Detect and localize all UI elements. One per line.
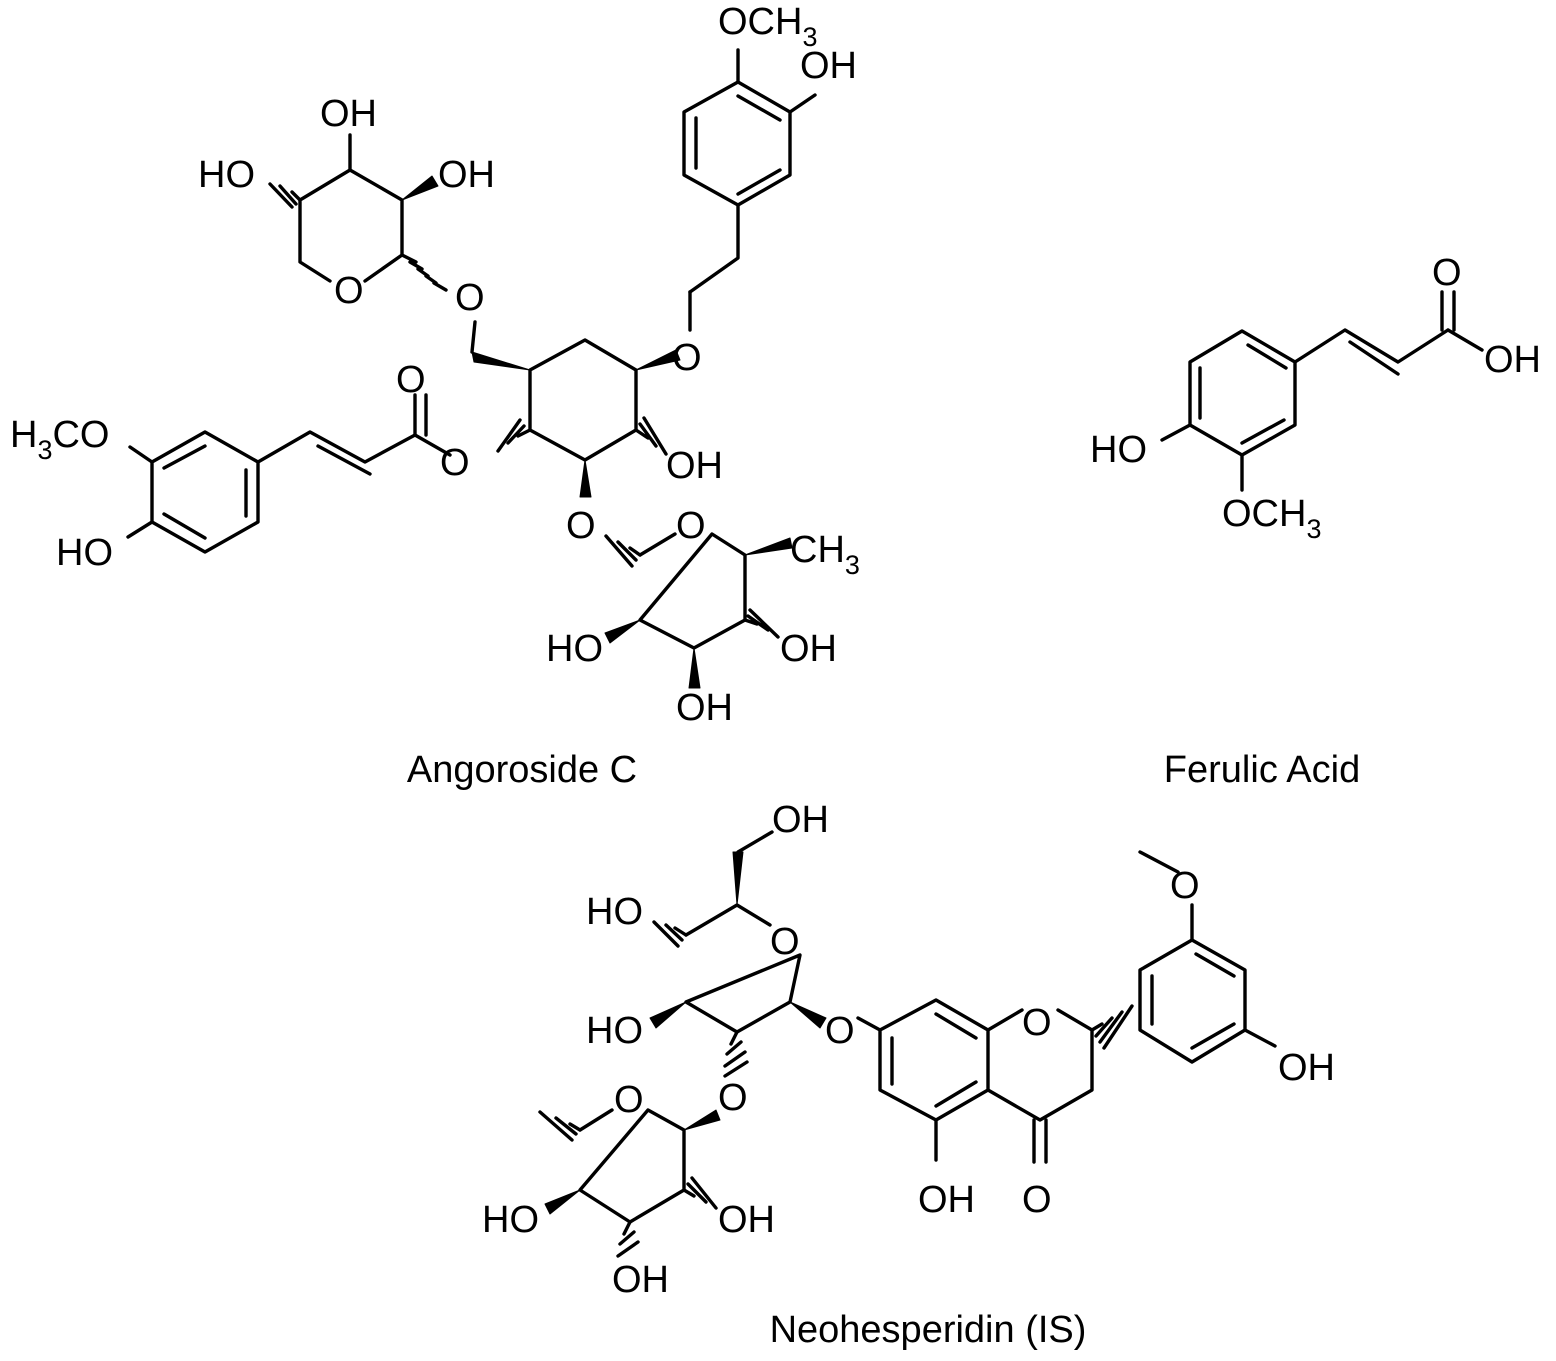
rhamnose-wedge-ch3	[744, 537, 793, 556]
rhamnose-ho: HO	[546, 628, 603, 670]
xylose-ring	[268, 133, 448, 292]
feruloyl-methoxy-sub: 3	[37, 435, 52, 465]
xylose-glycosidic-o: O	[455, 277, 485, 319]
angoroside-c-structure: OH HO OH O O O O O OH O O HO OH OH OH OC…	[10, 1, 860, 729]
chromanone-carbonyl-o: O	[1022, 1179, 1052, 1221]
neo-rhamnose-oh-right: OH	[718, 1199, 775, 1241]
b-ring-oh: OH	[1278, 1047, 1335, 1089]
cyclitol-ring	[470, 320, 681, 498]
chromanone-oh: OH	[918, 1179, 975, 1221]
glucose-wedge-o	[789, 1001, 827, 1029]
rhamnose-ring	[604, 532, 793, 689]
feruloyl-moiety	[126, 393, 452, 554]
ferulic-acid-oh: OH	[1484, 339, 1541, 381]
rhamnose-glycosidic-o: O	[566, 505, 596, 547]
cyclitol-wedge-3	[579, 459, 592, 498]
glucose-wedge-ch2	[732, 851, 744, 906]
xylose-oh-right: OH	[438, 154, 495, 196]
chromanone-ring-o: O	[1022, 1002, 1052, 1044]
rhamnose-oh-right: OH	[780, 628, 837, 670]
neohesperidin-structure: OH HO O HO O O O HO OH OH O O OH OH O	[482, 799, 1335, 1301]
rhamnose-ring-o: O	[676, 505, 706, 547]
aryl-methoxy-sub: 3	[802, 22, 817, 52]
glucose-ho-mid: HO	[586, 1010, 643, 1052]
ferulic-methoxy-och: OCH	[1222, 493, 1306, 535]
rhamnose-wedge-ho	[604, 619, 641, 644]
glucose-ring	[649, 830, 827, 1078]
glucose-aglycone-o: O	[825, 1010, 855, 1052]
rhamnose-oh-bottom: OH	[676, 687, 733, 729]
b-ring	[1138, 850, 1277, 1064]
neo-rhamnose-ring	[538, 1108, 721, 1258]
neo-rhamnose-oh-bottom: OH	[612, 1259, 669, 1301]
xylose-oh-top: OH	[320, 93, 377, 135]
neo-rhamnose-ring-o: O	[614, 1079, 644, 1121]
glucose-wedge-ho	[649, 1001, 687, 1029]
xylose-ring-o: O	[334, 270, 364, 312]
feruloyl-ho: HO	[56, 532, 113, 574]
cyclitol-oh: OH	[666, 445, 723, 487]
rhamnose-wedge-oh	[688, 647, 701, 689]
neo-rhamnose-wedge-o	[683, 1109, 721, 1131]
flavanone-core	[856, 998, 1134, 1164]
aryl-methoxy-och: OCH	[718, 1, 802, 43]
b-ring-methoxy-o: O	[1170, 865, 1200, 907]
ferulic-phenol-ho: HO	[1090, 429, 1147, 471]
glucose-rhamnose-o: O	[718, 1077, 748, 1119]
xylose-ho-left: HO	[198, 154, 255, 196]
carbonyl-o: O	[396, 359, 426, 401]
glucose-ring-o: O	[770, 921, 800, 963]
rhamnose-methyl-sub: 3	[845, 550, 860, 580]
xylose-wedge	[401, 175, 439, 201]
ferulic-acid-structure: O OH HO OCH3	[1090, 252, 1541, 544]
neo-rhamnose-ho: HO	[482, 1199, 539, 1241]
aryl-oh: OH	[800, 45, 857, 87]
feruloyl-methoxy: H3CO	[10, 414, 109, 465]
neo-rhamnose-wedge-ho	[544, 1189, 581, 1215]
ferulic-methoxy-sub: 3	[1306, 514, 1321, 544]
caption-neohesperidin: Neohesperidin (IS)	[770, 1309, 1087, 1351]
feruloyl-methoxy-h: H	[10, 414, 37, 456]
rhamnose-methyl-ch: CH	[790, 529, 845, 571]
glucose-ho-top: HO	[586, 891, 643, 933]
cyclitol-wedge-1	[471, 351, 531, 371]
feruloyl-methoxy-co: CO	[52, 414, 109, 456]
cyclitol-wedge-2	[635, 349, 681, 371]
caption-ferulic-acid: Ferulic Acid	[1164, 749, 1360, 791]
glucose-ch2-oh: OH	[772, 799, 829, 841]
rhamnose-methyl: CH3	[790, 529, 860, 580]
caption-angoroside-c: Angoroside C	[407, 749, 637, 791]
hydroxytyrosol-moiety	[682, 48, 817, 332]
ether-o: O	[672, 337, 702, 379]
aryl-methoxy: OCH3	[718, 1, 817, 52]
ferulic-methoxy: OCH3	[1222, 493, 1321, 544]
ester-o: O	[440, 442, 470, 484]
ferulic-carbonyl-o: O	[1432, 252, 1462, 294]
